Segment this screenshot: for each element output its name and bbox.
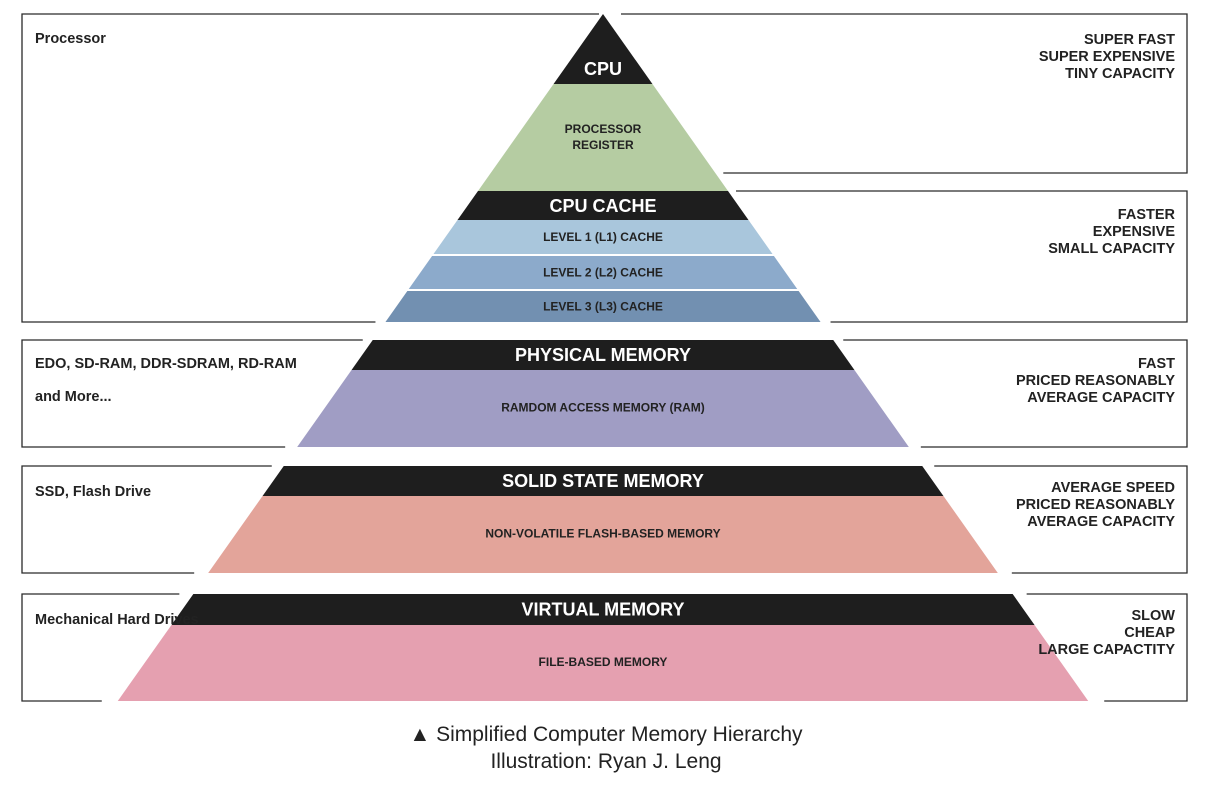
cache-level-band	[385, 291, 821, 322]
box-left-processor-cache	[21, 13, 599, 323]
cache-level-label: LEVEL 1 (L1) CACHE	[543, 230, 663, 244]
annotation-boxes	[21, 13, 1188, 702]
physical-body-band	[297, 370, 909, 447]
right-label-line: CHEAP	[1124, 625, 1175, 641]
right-label-line: FASTER	[1117, 207, 1175, 223]
cpu-cache-header-label: CPU CACHE	[549, 196, 656, 216]
caption-title: ▲ Simplified Computer Memory Hierarchy	[409, 723, 803, 746]
box-left-solid	[21, 465, 272, 574]
right-label-processor: SUPER FAST SUPER EXPENSIVE TINY CAPACITY	[1039, 32, 1175, 83]
cache-level-label: LEVEL 2 (L2) CACHE	[543, 266, 663, 280]
right-label-line: LARGE CAPACTITY	[1038, 642, 1175, 658]
right-label-line: PRICED REASONABLY	[1016, 497, 1175, 513]
right-label-line: SMALL CAPACITY	[1048, 241, 1175, 257]
right-label-line: EXPENSIVE	[1092, 224, 1175, 240]
caption-credit: Illustration: Ryan J. Leng	[490, 750, 722, 773]
box-right-cache	[736, 190, 1188, 323]
solid-body-label: NON-VOLATILE FLASH-BASED MEMORY	[485, 527, 720, 541]
left-label-solid: SSD, Flash Drive	[35, 484, 152, 500]
virtual-body-band	[117, 625, 1089, 701]
solid-body-band	[208, 496, 998, 573]
right-label-line: AVERAGE CAPACITY	[1027, 514, 1175, 530]
box-right-physical	[843, 339, 1188, 448]
right-label-line: PRICED REASONABLY	[1016, 373, 1175, 389]
solid-header-label: SOLID STATE MEMORY	[502, 471, 704, 491]
cache-level-label: LEVEL 3 (L3) CACHE	[543, 300, 663, 314]
cache-level-band	[408, 256, 798, 289]
box-right-solid	[934, 465, 1188, 574]
right-label-cache: FASTER EXPENSIVE SMALL CAPACITY	[1048, 207, 1175, 258]
left-label-virtual: Mechanical Hard Drives	[35, 612, 199, 628]
solid-header-band	[262, 466, 944, 496]
virtual-header-band	[171, 594, 1035, 625]
cpu-header-label: CPU	[584, 59, 622, 79]
virtual-body-label: FILE-BASED MEMORY	[539, 655, 668, 669]
right-label-line: TINY CAPACITY	[1065, 66, 1175, 82]
right-label-virtual: SLOW CHEAP LARGE CAPACTITY	[1038, 608, 1175, 659]
right-label-physical: FAST PRICED REASONABLY AVERAGE CAPACITY	[1016, 356, 1175, 407]
box-right-processor	[621, 13, 1188, 174]
cpu-cache-header-band	[457, 191, 749, 220]
processor-register-label: PROCESSOR	[565, 122, 642, 136]
right-label-line: AVERAGE SPEED	[1051, 480, 1175, 496]
memory-pyramid: CPU PROCESSOR REGISTER CPU CACHE LEVEL 1 (L1…	[117, 14, 1089, 701]
cache-level-band	[433, 220, 773, 254]
right-label-line: SLOW	[1131, 608, 1176, 624]
left-label-physical-line-1: EDO, SD-RAM, DDR-SDRAM, RD-RAM	[35, 356, 297, 372]
box-right-virtual	[1026, 593, 1188, 702]
physical-header-band	[351, 340, 855, 370]
virtual-header-label: VIRTUAL MEMORY	[521, 599, 684, 619]
right-label-line: SUPER FAST	[1083, 32, 1175, 48]
cpu-header-band	[553, 14, 653, 84]
processor-register-label: REGISTER	[572, 138, 634, 152]
right-label-line: AVERAGE CAPACITY	[1027, 390, 1175, 406]
box-left-physical	[21, 339, 363, 448]
processor-register-band	[477, 84, 729, 191]
box-left-virtual	[21, 593, 180, 702]
right-label-solid: AVERAGE SPEED PRICED REASONABLY AVERAGE …	[1016, 480, 1175, 531]
right-label-line: FAST	[1137, 356, 1175, 372]
right-label-line: SUPER EXPENSIVE	[1038, 49, 1175, 65]
left-label-processor: Processor	[35, 31, 106, 47]
left-label-physical-line-2: and More...	[35, 389, 112, 405]
physical-body-label: RAMDOM ACCESS MEMORY (RAM)	[501, 401, 705, 415]
physical-header-label: PHYSICAL MEMORY	[515, 345, 691, 365]
